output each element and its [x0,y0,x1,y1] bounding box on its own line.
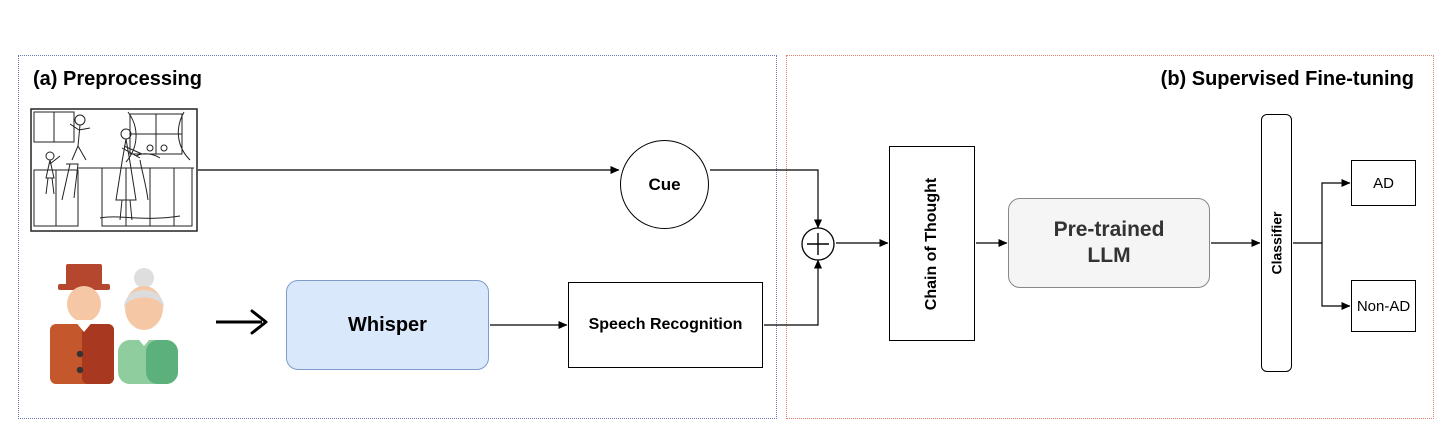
speech-recognition-label: Speech Recognition [588,316,743,333]
cue-node: Cue [620,140,709,229]
chain-of-thought-node: Chain of Thought [889,146,975,341]
llm-label-line2: LLM [1087,244,1131,267]
finetuning-panel [786,55,1434,419]
llm-label-line1: Pre-trained [1053,217,1165,241]
whisper-label: Whisper [348,313,427,336]
non-ad-output-node: Non-AD [1351,280,1416,332]
pretrained-llm-node: Pre-trained LLM [1008,198,1210,288]
speech-recognition-node: Speech Recognition [568,282,763,368]
preprocessing-panel [18,55,777,419]
cookie-theft-drawing-icon [30,108,198,232]
ad-output-node: AD [1351,160,1416,206]
cue-label: Cue [648,174,681,194]
finetuning-title: (b) Supervised Fine-tuning [1160,68,1414,90]
classifier-label: Classifier [1268,211,1285,275]
ad-label: AD [1373,174,1394,192]
classifier-node: Classifier [1261,114,1292,372]
non-ad-label: Non-AD [1356,297,1411,315]
elderly-couple-icon [50,264,178,384]
chain-of-thought-label: Chain of Thought [923,177,940,310]
preprocessing-title: (a) Preprocessing [33,68,202,90]
whisper-node: Whisper [286,280,489,370]
